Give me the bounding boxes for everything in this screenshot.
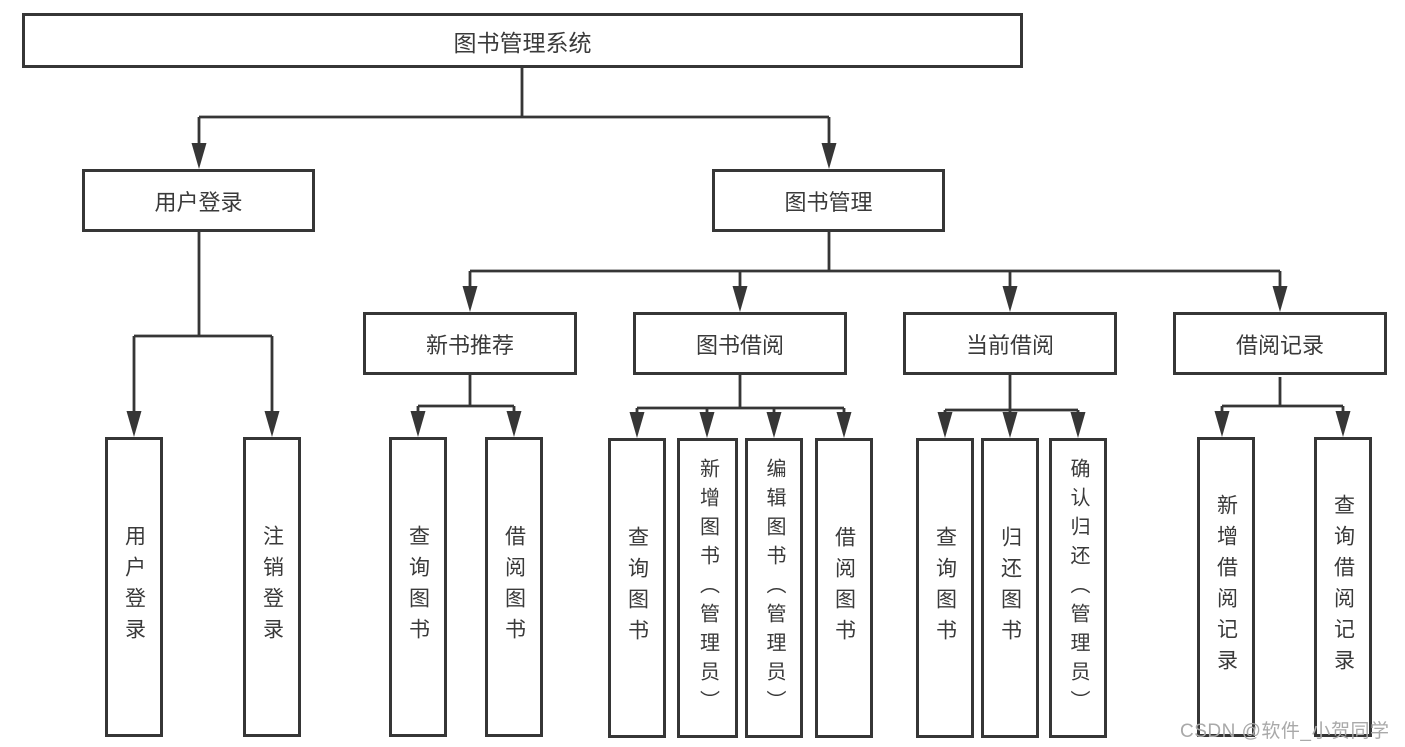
node-label: 图书借阅 xyxy=(695,332,784,358)
leaf-label: 借阅图书 xyxy=(502,525,526,649)
leaf-label: 新增借阅记录 xyxy=(1214,494,1238,680)
node-borrowing-records: 借阅记录 xyxy=(1173,312,1387,375)
leaf-label: 借阅图书 xyxy=(832,526,856,650)
leaf-edit-books-admin: 编辑图书（管理员） xyxy=(745,438,803,738)
leaf-label: 查询图书 xyxy=(625,526,649,650)
leaf-query-books-current: 查询图书 xyxy=(916,438,974,738)
leaf-return-books: 归还图书 xyxy=(981,438,1039,738)
leaf-label: 注销登录 xyxy=(260,525,284,649)
leaf-query-books-borrowing: 查询图书 xyxy=(608,438,666,738)
node-label: 用户登录 xyxy=(154,189,243,215)
node-label: 图书管理系统 xyxy=(453,29,592,56)
leaf-label: 编辑图书（管理员） xyxy=(763,457,785,719)
leaf-label: 用户登录 xyxy=(122,525,146,649)
leaf-label: 查询借阅记录 xyxy=(1331,494,1355,680)
leaf-query-borrow-record: 查询借阅记录 xyxy=(1314,437,1372,737)
node-book-borrowing: 图书借阅 xyxy=(633,312,847,375)
leaf-user-login: 用户登录 xyxy=(105,437,163,737)
leaf-label: 查询图书 xyxy=(933,526,957,650)
leaf-label: 归还图书 xyxy=(998,526,1022,650)
leaf-borrow-books-recommend: 借阅图书 xyxy=(485,437,543,737)
node-label: 新书推荐 xyxy=(425,332,514,358)
node-label: 图书管理 xyxy=(784,189,873,215)
leaf-label: 新增图书（管理员） xyxy=(696,457,719,719)
csdn-watermark: CSDN @软件_小贺同学 xyxy=(1180,721,1390,742)
leaf-query-books-recommend: 查询图书 xyxy=(389,437,447,737)
leaf-borrow-books-borrowing: 借阅图书 xyxy=(815,438,873,738)
leaf-label: 查询图书 xyxy=(406,525,430,649)
node-book-management: 图书管理 xyxy=(712,169,945,232)
leaf-logout-login: 注销登录 xyxy=(243,437,301,737)
node-current-borrowing: 当前借阅 xyxy=(903,312,1117,375)
node-label: 当前借阅 xyxy=(965,332,1054,358)
leaf-add-books-admin: 新增图书（管理员） xyxy=(677,438,738,738)
leaf-confirm-return-admin: 确认归还（管理员） xyxy=(1049,438,1107,738)
leaf-label: 确认归还（管理员） xyxy=(1067,457,1089,719)
node-user-login: 用户登录 xyxy=(82,169,315,232)
leaf-add-borrow-record: 新增借阅记录 xyxy=(1197,437,1255,737)
node-label: 借阅记录 xyxy=(1235,332,1324,358)
node-new-book-recommendation: 新书推荐 xyxy=(363,312,577,375)
node-library-management-system: 图书管理系统 xyxy=(22,13,1023,68)
